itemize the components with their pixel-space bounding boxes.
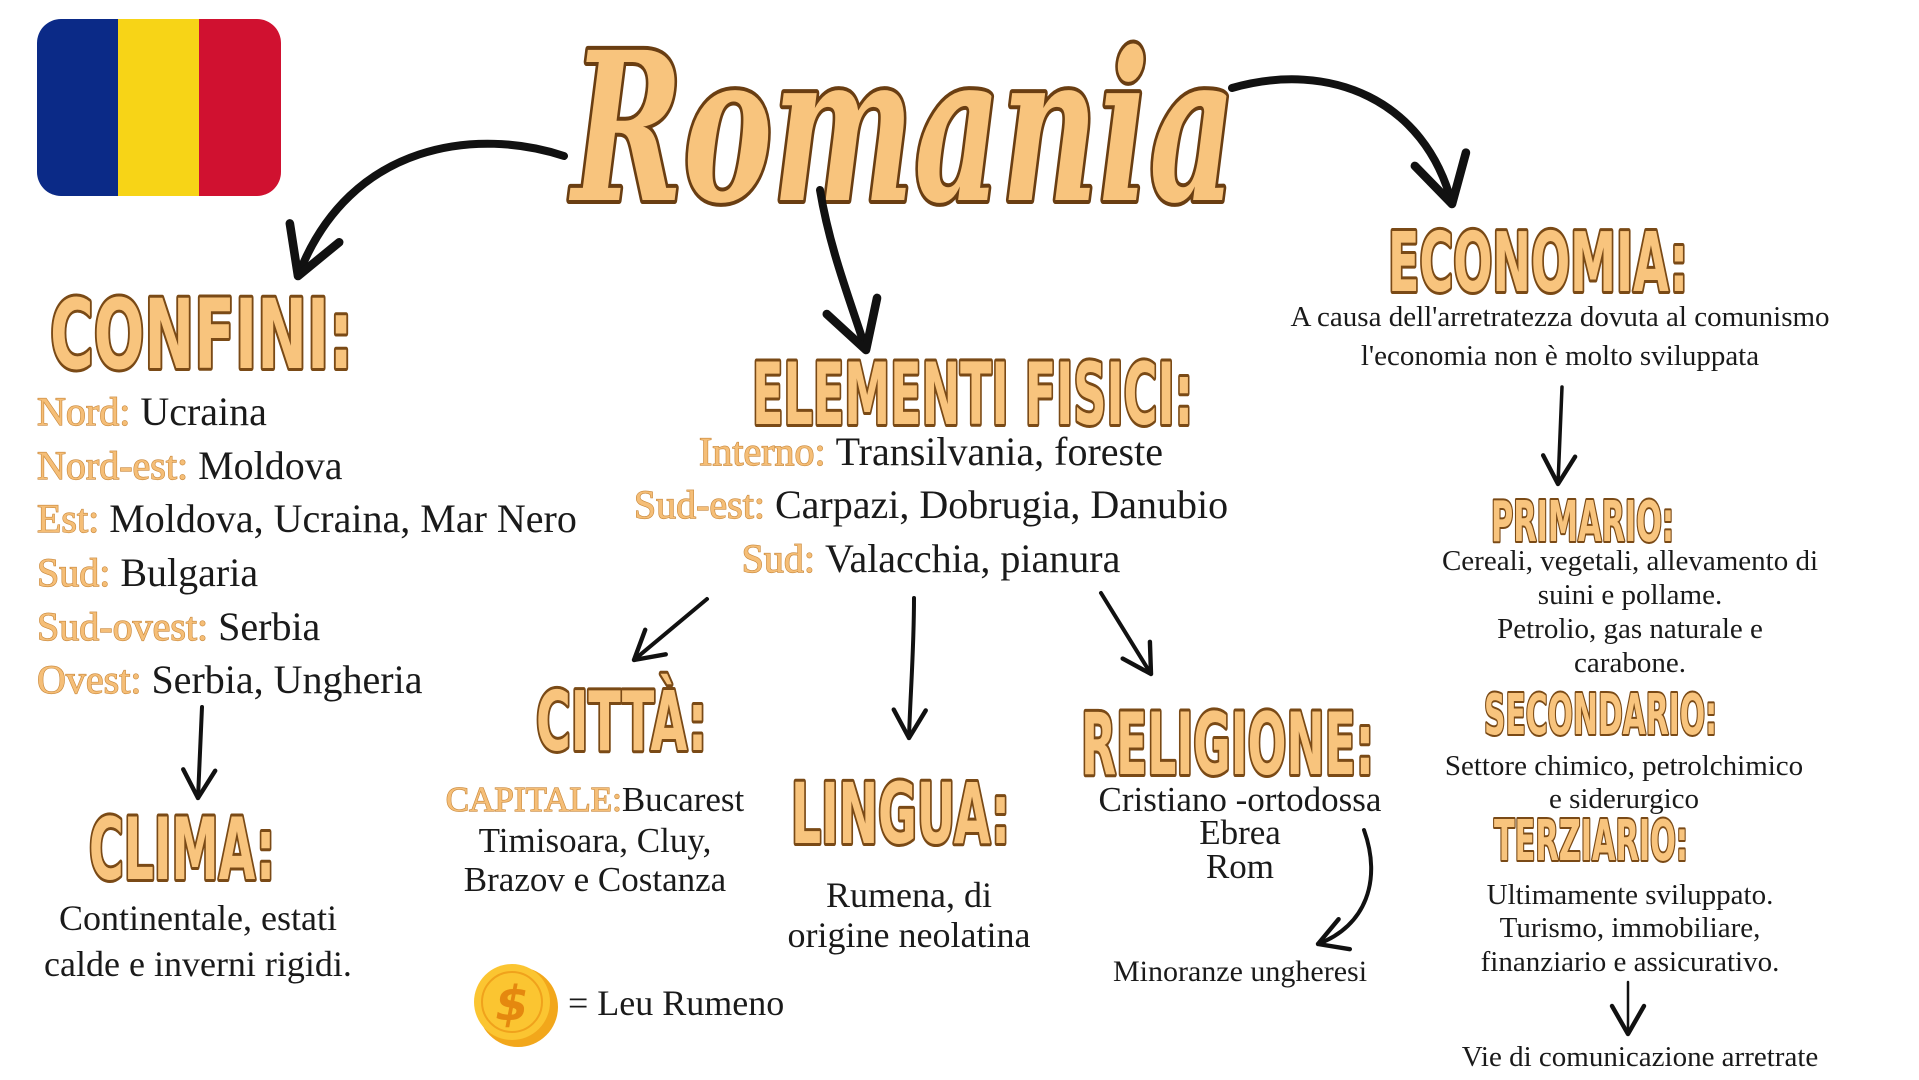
religione-note: Minoranze ungheresi [1113,955,1367,988]
clima-line: Continentale, estati [59,898,337,938]
confini-item: Nord-est:Moldova [37,443,343,488]
lingua-heading: LINGUA: [791,765,1010,863]
clima-line: calde e inverni rigidi. [44,944,352,984]
secondario-heading: SECONDARIO: [1484,683,1717,748]
secondario-line: Settore chimico, petrolchimico [1445,750,1803,782]
confini-item-value: Bulgaria [120,550,258,595]
lingua-line: origine neolatina [788,915,1031,955]
terziario-note: Vie di comunicazione arretrate [1462,1041,1819,1073]
elementi-fisici-item: Interno:Transilvania, foreste [699,429,1163,474]
confini-item-label: Sud-ovest: [37,604,208,649]
flag-blue-stripe [37,19,119,196]
flag-yellow-stripe [118,19,200,196]
terziario-line: Ultimamente sviluppato. [1487,879,1774,911]
confini-item-value: Moldova, Ucraina, Mar Nero [109,496,577,541]
arrow-religione-to-minoranze-icon [1315,828,1374,952]
elementi-fisici-item: Sud-est:Carpazi, Dobrugia, Danubio [634,482,1228,527]
romania-flag-icon [37,19,281,196]
confini-item-label: Nord: [37,389,130,434]
religione-heading: RELIGIONE: [1081,695,1374,795]
terziario-line: finanziario e assicurativo. [1481,946,1780,978]
terziario-line: Turismo, immobiliare, [1500,912,1761,944]
confini-item: Sud:Bulgaria [37,550,258,595]
confini-item-label: Sud: [37,550,110,595]
arrow-elementi-to-citta-icon [631,597,709,663]
arrow-economia-to-primario-icon [1540,385,1578,487]
arrow-elementi-to-religione-icon [1099,591,1154,677]
citta-line: Brazov e Costanza [464,860,727,899]
primario-line: carabone. [1574,647,1686,679]
confini-item: Ovest:Serbia, Ungheria [37,657,423,702]
flag-red-stripe [199,19,281,196]
elementi-fisici-label: Interno: [699,429,826,474]
coin-symbol: $ [495,976,528,1032]
elementi-fisici-heading: ELEMENTI FISICI: [752,345,1193,445]
elementi-fisici-item: Sud:Valacchia, pianura [742,536,1121,581]
page-title: Romania [569,7,1236,249]
arrow-romania-to-elementi-icon [816,186,882,355]
confini-item-value: Ucraina [140,389,267,434]
citta-heading: CITTÀ: [536,673,707,770]
valuta-text: = Leu Rumeno [568,983,784,1023]
arrow-confini-to-clima-icon [181,705,218,801]
citta-capital-value: Bucarest [622,780,745,819]
religione-line: Rom [1206,847,1274,886]
elementi-fisici-value: Carpazi, Dobrugia, Danubio [775,482,1228,527]
arrow-romania-to-economia-icon [1228,75,1471,209]
confini-item-label: Ovest: [37,657,141,702]
economia-intro-line: A causa dell'arretratezza dovuta al comu… [1290,301,1829,333]
economia-heading: ECONOMIA: [1388,216,1688,311]
elementi-fisici-value: Transilvania, foreste [836,429,1163,474]
arrow-elementi-to-lingua-icon [891,596,928,741]
confini-heading: CONFINI: [50,279,353,391]
arrow-romania-to-confini-icon [285,139,568,281]
primario-line: Petrolio, gas naturale e [1497,613,1763,645]
confini-item-value: Moldova [198,443,343,488]
lingua-line: Rumena, di [826,875,992,915]
citta-capital: CAPITALE:Bucarest [446,780,745,819]
confini-item-label: Nord-est: [37,443,188,488]
confini-item-value: Serbia [218,604,320,649]
elementi-fisici-label: Sud: [742,536,815,581]
confini-item: Nord:Ucraina [37,389,267,434]
confini-list: Nord:Ucraina Nord-est:Moldova Est:Moldov… [36,388,577,702]
economia-intro-line: l'economia non è molto sviluppata [1361,340,1759,372]
primario-line: suini e pollame. [1538,579,1722,611]
religione-line: Cristiano -ortodossa [1099,780,1382,819]
confini-item: Sud-ovest:Serbia [37,604,321,649]
clima-heading: CLIMA: [89,800,275,900]
elementi-fisici-list: Interno:Transilvania, foreste Sud-est:Ca… [633,428,1228,581]
religione-line: Ebrea [1199,813,1281,852]
confini-item-value: Serbia, Ungheria [151,657,422,702]
secondario-line: e siderurgico [1549,783,1699,815]
confini-item: Est:Moldova, Ucraina, Mar Nero [37,496,577,541]
elementi-fisici-label: Sud-est: [634,482,765,527]
primario-heading: PRIMARIO: [1491,490,1674,555]
terziario-heading: TERZIARIO: [1494,809,1688,874]
confini-item-label: Est: [37,496,99,541]
primario-line: Cereali, vegetali, allevamento di [1442,545,1818,577]
citta-line: Timisoara, Cluy, [479,821,712,860]
coin-dollar-icon: $ [474,964,558,1047]
elementi-fisici-value: Valacchia, pianura [825,536,1121,581]
citta-capital-label: CAPITALE: [446,780,622,819]
